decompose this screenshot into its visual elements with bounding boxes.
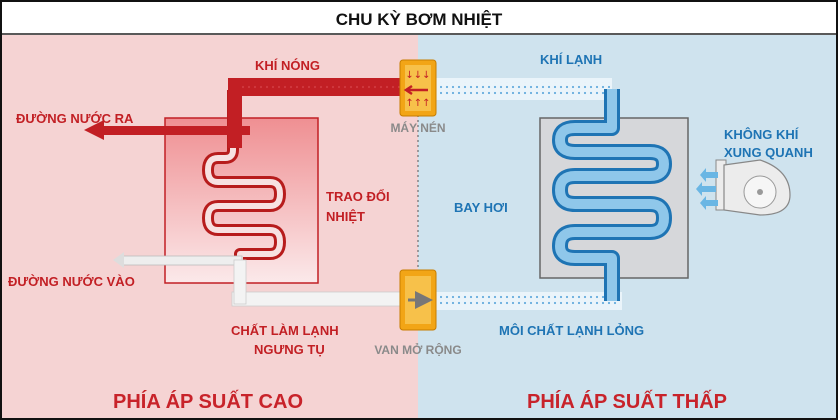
title-bar xyxy=(2,2,836,34)
label-condensed-refrigerant-2: NGƯNG TỤ xyxy=(254,342,325,357)
water-out-pipe xyxy=(100,126,250,135)
fan-icon xyxy=(715,159,791,216)
high-pressure-title: PHÍA ÁP SUẤT CAO xyxy=(113,390,303,413)
water-in-pipe xyxy=(121,255,243,266)
label-cold-gas: KHÍ LẠNH xyxy=(540,52,602,67)
air-flow-arrows xyxy=(696,168,718,210)
label-heat-exchange-1: TRAO ĐỔI xyxy=(326,189,390,204)
label-expansion-valve: VAN MỞ RỘNG xyxy=(374,342,461,357)
label-hot-gas: KHÍ NÓNG xyxy=(255,58,320,73)
label-heat-exchange-2: NHIỆT xyxy=(326,209,365,224)
label-water-out: ĐƯỜNG NƯỚC RA xyxy=(16,111,134,126)
label-compressor: MÁY NÉN xyxy=(390,120,445,135)
water-out-arrow xyxy=(84,120,104,140)
label-water-in: ĐƯỜNG NƯỚC VÀO xyxy=(8,274,135,289)
condensed-refrigerant-pipe xyxy=(231,291,401,307)
label-condensed-refrigerant-1: CHẤT LÀM LẠNH xyxy=(231,323,339,338)
label-evaporation: BAY HƠI xyxy=(454,200,508,215)
svg-text:↓↓↓: ↓↓↓ xyxy=(405,70,430,81)
expansion-valve xyxy=(399,269,437,331)
svg-text:↑↑↑: ↑↑↑ xyxy=(405,98,430,109)
diagram-title: CHU KỲ BƠM NHIỆT xyxy=(336,10,503,29)
compressor: ↓↓↓ ↑↑↑ xyxy=(399,59,437,117)
low-pressure-title: PHÍA ÁP SUẤT THẤP xyxy=(527,390,727,413)
label-ambient-air-1: KHÔNG KHÍ xyxy=(724,127,799,142)
label-ambient-air-2: XUNG QUANH xyxy=(724,145,813,160)
label-liquid-refrigerant: MÔI CHẤT LẠNH LỎNG xyxy=(499,323,644,338)
